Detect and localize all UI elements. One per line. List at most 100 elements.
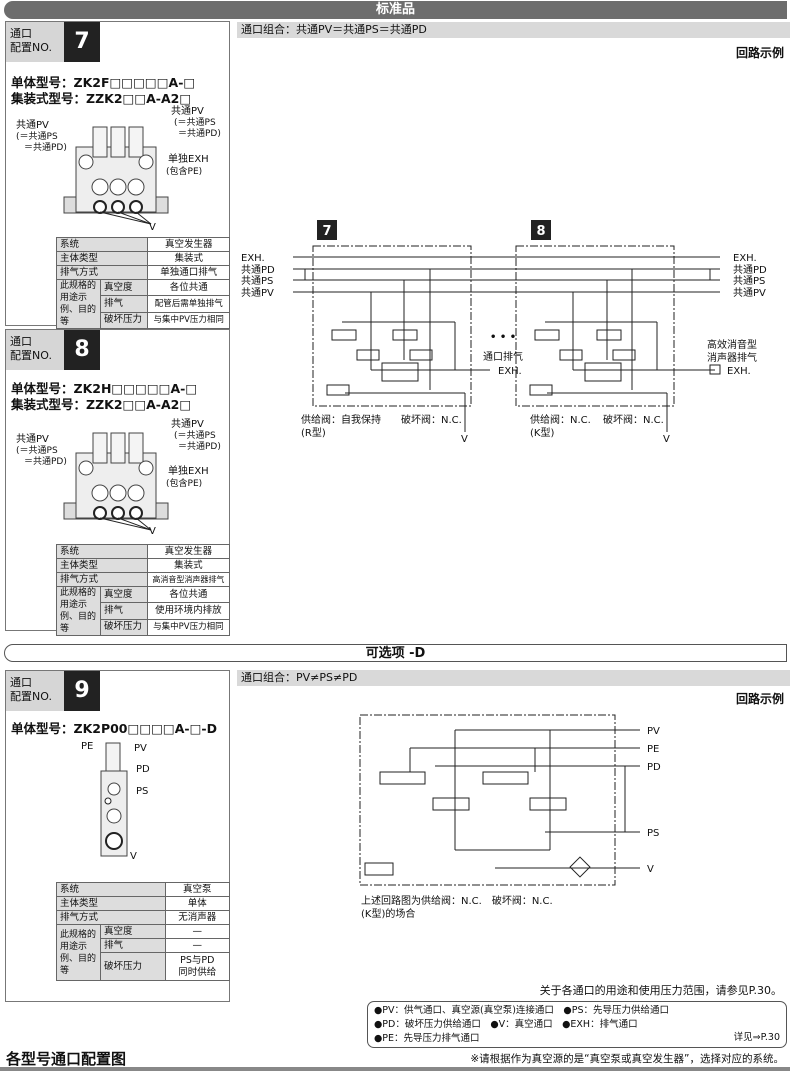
port-label: EXH. [733,253,757,264]
circuit-diagram-7-8: 7 8 EXH. 共通PD 共通PS 共通PV EXH. 共通PD 共通PS 共… [241,220,767,445]
spec-key: 主体类型 [55,251,149,266]
port-label: PS [647,828,659,839]
port-label: 共通PS [733,275,765,287]
caption: (R型) [301,426,326,439]
pv-right-label: 共通PV [171,419,204,430]
standard-banner: 标准品 [4,1,787,19]
spec-value-line: 同时供给 [178,966,217,978]
single-model: 单体型号：ZK2H□□□□□A-□ [11,381,198,396]
config-label: 通口配置NO. [6,22,64,62]
circuit-example-label: 回路示例 [735,692,784,706]
spec-group: 此规格的用途示例、目的等 [56,586,101,636]
legend-reference-link[interactable]: 详见⇒P.30 [733,1032,780,1043]
pv-right-note: (＝共通PS [174,118,216,128]
port-label: 共通PV [733,287,766,299]
config-card-7: 通口配置NO. 7 单体型号：ZK2F□□□□□A-□ 集装式型号：ZZK2□□… [5,21,230,330]
unit-8-boundary [515,245,675,407]
spec-key: 系统 [56,544,148,559]
spec-table: 系统真空发生器 主体类型集装式 排气方式高消音型消声器排气 此规格的用途示例、目… [56,544,231,637]
port-label: V [647,864,654,875]
spec-group: 此规格的用途示例、目的等 [56,279,101,329]
config-label: 通口配置NO. [6,330,64,370]
option-banner: 可选项 -D [4,644,787,662]
config-label: 通口配置NO. [6,671,64,711]
unit-8-number: 8 [536,224,545,239]
pv-left-note: (＝共通PS [16,446,58,456]
v-label: V [130,851,137,862]
spec-value: 各位共通 [147,278,230,297]
unit-7-boundary [312,245,472,407]
ps-label: PS [136,786,149,797]
caption: 上述回路图为供给阀：N.C. 破坏阀：N.C. [361,894,553,907]
single-model: 单体型号：ZK2F□□□□□A-□ [11,75,196,90]
spec-key: 破坏压力 [100,618,148,637]
unit-7-number: 7 [322,224,331,239]
port-label: PE [647,744,659,755]
unit-7-badge [317,220,337,240]
caption: 破坏阀：N.C. [603,413,664,426]
banner-title: 标准品 [375,2,415,17]
port-exhaust-label: 通口排气 [483,350,523,363]
spec-value: 单独通口排气 [147,265,230,280]
manifold-model: 集装式型号：ZZK2□□A-A2□ [11,91,192,106]
spec-value: 无消声器 [164,910,230,925]
port-label: 共通PS [241,275,273,287]
pe-label: PE [81,741,94,752]
pv-left-note: ＝共通PD) [24,457,67,467]
spec-group: 此规格的用途示例、目的等 [56,924,101,981]
spec-value: 真空发生器 [146,544,231,559]
caption: (K型) [530,426,554,439]
spec-key: 排气 [99,295,149,313]
config-number: 9 [64,671,100,711]
spec-value: — [164,924,230,939]
label-line2: 配置NO. [10,690,52,703]
single-unit-illustration [100,742,128,857]
pv-right-note: (＝共通PS [174,431,216,441]
config-card-8: 通口配置NO. 8 单体型号：ZK2H□□□□□A-□ 集装式型号：ZZK2□□… [5,329,231,637]
manifold-illustration [63,126,169,225]
caption: 供给阀：N.C. [530,413,591,426]
port-label: PV [647,726,660,737]
spec-value: 单体 [164,896,230,911]
unit-8-badge [531,220,551,240]
pv-right-note: ＝共通PD) [178,129,221,139]
exh-label: EXH. [727,366,751,377]
spec-value: 集装式 [147,251,230,266]
spec-key: 破坏压力 [99,311,149,330]
v-label: V [149,222,156,233]
manifold-illustration [63,432,169,531]
spec-key: 主体类型 [56,896,166,911]
system-selection-note: ※请根据作为真空源的是“真空泵或真空发生器”，选择对应的系统。 [470,1053,784,1065]
port-legend: ●PV：供气通口、真空源(真空泵)连接通口 ●PS：先导压力供给通口 ●PD：破… [367,1001,787,1048]
spec-table: 系统真空泵 主体类型单体 排气方式无消声器 此规格的用途示例、目的等真空度— 排… [56,882,230,981]
spec-key: 系统 [55,237,149,252]
port-label: 共通PD [733,264,767,276]
spec-key: 真空度 [100,585,148,604]
spec-value: 与集中PV压力相同 [147,311,230,330]
spec-key: 排气方式 [55,265,149,280]
spec-value: 真空泵 [164,882,230,897]
exh-note: (包含PE) [166,479,203,489]
reference-note: 关于各通口的用途和使用压力范围，请参见P.30。 [539,984,782,997]
spec-value: — [164,938,230,953]
pv-left-note: (＝共通PS [16,132,58,142]
spec-value: 各位共通 [146,585,231,604]
legend-line: ●PD：破坏压力供给通口 ●V：真空通口 ●EXH：排气通口 [374,1019,638,1030]
spec-key: 主体类型 [56,558,148,573]
caption: (K型)的场合 [361,907,415,920]
page-title: 各型号通口配置图 [6,1050,127,1068]
label-line2: 配置NO. [10,349,52,362]
spec-value: 高消音型消声器排气 [146,572,231,587]
pv-right-note: ＝共通PD) [178,442,221,452]
exh-label: 单独EXH [168,466,209,477]
muffler-label: 高效消音型 [707,338,757,351]
legend-line: ●PV：供气通口、真空源(真空泵)连接通口 ●PS：先导压力供给通口 [374,1005,669,1016]
single-model: 单体型号：ZK2P00□□□□A-□-D [11,721,217,736]
spec-key: 排气 [100,938,166,953]
bottom-rule [0,1067,790,1071]
label-line2: 配置NO. [10,41,52,54]
spec-value-line: PS与PD [180,954,215,966]
spec-value: 集装式 [146,558,231,573]
caption: 供给阀：自我保持 [301,413,381,426]
